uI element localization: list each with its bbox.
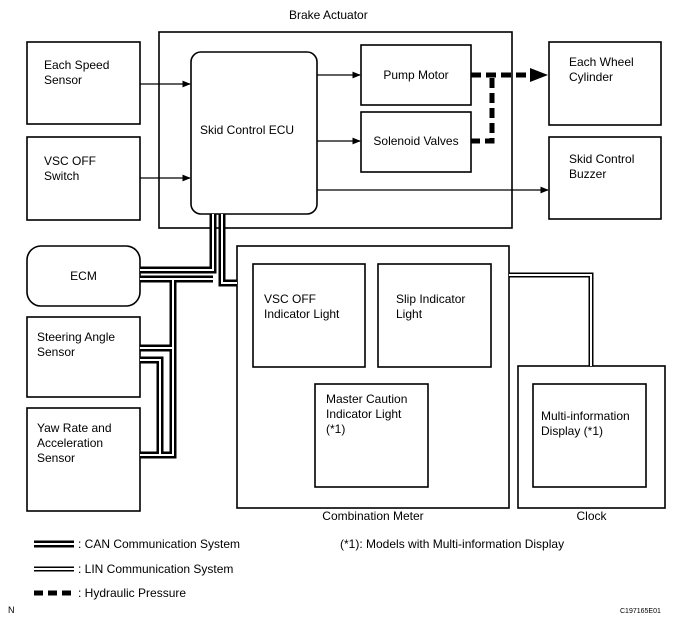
combination-meter-label: Combination Meter (322, 509, 424, 523)
steering-angle-sensor-label: Steering Angle Sensor (37, 330, 116, 359)
brake-actuator-label: Brake Actuator (289, 8, 368, 22)
each-wheel-cylinder-box (548, 41, 662, 126)
brake-actuator-box (158, 31, 513, 229)
multi-info-display-label: Multi-information Display (*1) (541, 409, 630, 438)
can-bus-lines (140, 214, 237, 459)
yaw-rate-sensor-label: Yaw Rate and Acceleration Sensor (37, 421, 112, 465)
vsc-off-switch-label: VSC OFF Switch (44, 154, 97, 183)
slip-indicator-box (377, 263, 492, 368)
each-speed-sensor-label: Each Speed Sensor (44, 58, 110, 87)
each-speed-sensor-box (26, 41, 141, 125)
skid-control-ecu-box (190, 51, 318, 215)
master-caution-box (314, 383, 429, 488)
clock-label: Clock (576, 509, 607, 523)
ecm-label: ECM (70, 269, 97, 283)
master-caution-label: Master Caution Indicator Light (*1) (326, 392, 408, 436)
legend-hydraulic-label: : Hydraulic Pressure (78, 586, 187, 600)
figure-code: C197165E01 (620, 608, 661, 615)
skid-control-ecu-label: Skid Control ECU (200, 123, 295, 137)
slip-indicator-label: Slip Indicator Light (396, 292, 466, 321)
footnote: (*1): Models with Multi-information Disp… (340, 537, 565, 551)
each-wheel-cylinder-label: Each Wheel Cylinder (569, 55, 634, 84)
yaw-rate-sensor-box (26, 407, 141, 512)
solenoid-valves-label: Solenoid Valves (373, 134, 459, 148)
skid-control-buzzer-label: Skid Control Buzzer (569, 152, 635, 181)
lin-bus-line (509, 272, 594, 366)
pump-motor-label: Pump Motor (383, 68, 449, 82)
legend-can-label: : CAN Communication System (78, 537, 241, 551)
vsc-off-indicator-box (252, 263, 366, 368)
combination-meter-box (236, 245, 510, 509)
multi-info-display-box (532, 383, 647, 488)
corner-mark-left: N (8, 605, 15, 615)
skid-control-buzzer-box (548, 136, 662, 220)
vsc-off-indicator-label: VSC OFF Indicator Light (264, 292, 340, 321)
legend-lin-label: : LIN Communication System (78, 562, 234, 576)
hydraulic-lines (471, 68, 548, 144)
